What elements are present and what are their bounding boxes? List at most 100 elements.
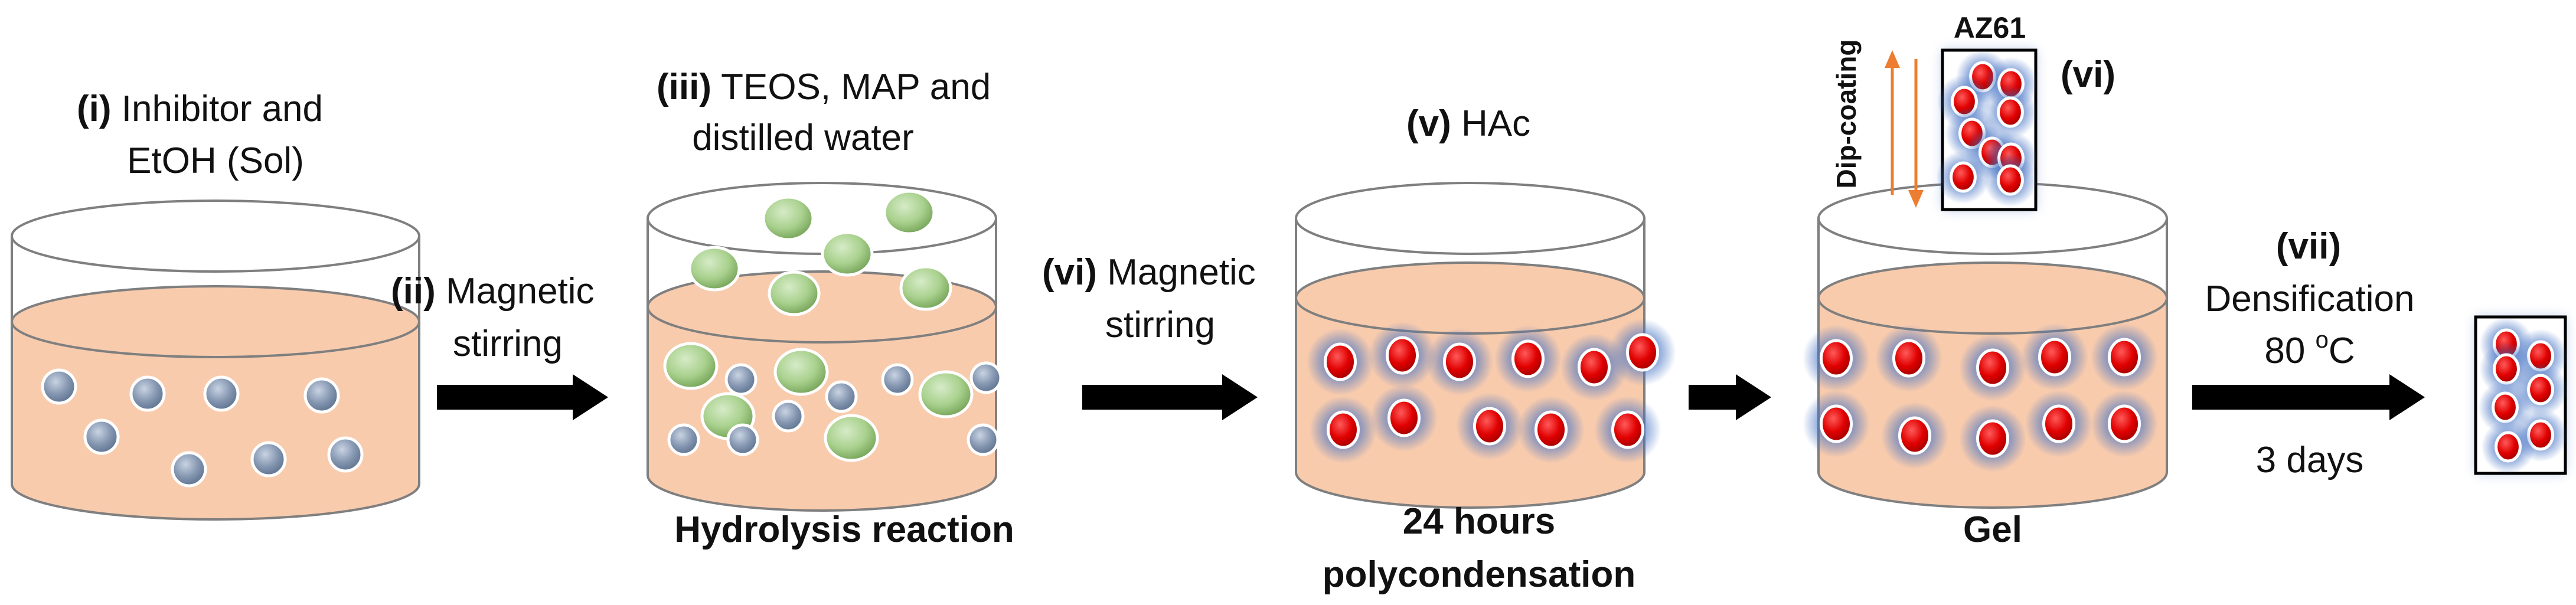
coated-particle — [2038, 338, 2071, 377]
step-1-text-2: EtOH (Sol) — [127, 140, 304, 181]
coated-particle — [1443, 342, 1476, 381]
inhibitor-particle — [772, 400, 805, 433]
step-6-caption: Gel — [1963, 509, 2022, 550]
coated-particle — [1976, 348, 2009, 387]
step-6-roman: (vi) — [2061, 54, 2115, 95]
step-1-roman: (i) — [77, 89, 112, 129]
silica-particle — [899, 265, 952, 311]
coated-particle — [1997, 164, 2024, 196]
process-arrow-4 — [2192, 374, 2425, 420]
inhibitor-particle — [83, 418, 120, 455]
temperature-degree: o — [2316, 327, 2329, 353]
inhibitor-particle — [825, 380, 858, 413]
coated-particle — [1820, 339, 1853, 378]
coated-particle — [1535, 410, 1568, 449]
inhibitor-particle — [203, 375, 240, 412]
step-1-label: (i) Inhibitor and — [77, 89, 323, 129]
coated-particle — [1511, 339, 1545, 378]
coated-particle — [2108, 338, 2141, 377]
step-5-roman: (v) — [1406, 103, 1451, 144]
inhibitor-particle — [881, 363, 914, 396]
step-1-text: Inhibitor and — [122, 89, 323, 129]
coated-particle — [1324, 342, 1357, 381]
coated-particle — [2042, 404, 2075, 443]
temperature-unit: C — [2329, 331, 2355, 371]
step-5-label: (v) HAc — [1406, 103, 1530, 144]
inhibitor-particle — [171, 451, 207, 488]
temperature-value: 80 — [2264, 331, 2305, 371]
silica-particle — [883, 189, 936, 236]
silica-particle — [821, 231, 874, 277]
beaker-1 — [11, 200, 420, 521]
step-2-roman: (ii) — [391, 271, 436, 312]
step-3-roman: (iii) — [657, 67, 711, 107]
step-3-caption: Hydrolysis reaction — [674, 509, 1014, 550]
coated-particles-beaker-4 — [1803, 323, 2158, 472]
step-4-text: Magnetic — [1107, 252, 1256, 293]
silica-particle — [773, 348, 829, 396]
inhibitor-particle — [327, 436, 364, 473]
silica-particle — [688, 246, 741, 292]
silica-particle — [824, 414, 879, 462]
az61-substrate-icon — [1936, 48, 2038, 211]
inhibitor-particle — [969, 361, 1003, 394]
inhibitor-particle — [129, 375, 166, 412]
silica-particle — [768, 270, 821, 316]
process-arrow-3 — [1689, 374, 1771, 420]
coated-particle — [1950, 161, 1977, 193]
coated-particle — [1473, 407, 1506, 446]
inhibitor-particle — [726, 423, 759, 456]
coated-particle — [1327, 410, 1360, 449]
coated-particle — [1892, 339, 1925, 378]
coated-particle — [1578, 348, 1611, 387]
step-3-text: TEOS, MAP and — [721, 67, 991, 107]
coated-particle — [2108, 404, 2141, 443]
step-7-duration: 3 days — [2256, 440, 2364, 480]
step-4-roman: (vi) — [1042, 252, 1097, 293]
coated-particle — [2527, 374, 2554, 405]
step-4-text-2: stirring — [1105, 305, 1215, 345]
silica-particles — [663, 189, 1003, 462]
coated-particle — [1820, 404, 1853, 443]
inhibitor-particle — [250, 441, 287, 478]
step-7-temperature: 80 oC — [2264, 327, 2355, 371]
step-5-caption-2: polycondensation — [1323, 554, 1635, 595]
coated-particle — [1386, 336, 1419, 375]
inhibitor-particle — [724, 363, 758, 396]
coated-particle — [1387, 398, 1421, 437]
dip-coating-label: Dip-coating — [1831, 40, 1862, 189]
coated-particle — [2495, 431, 2522, 463]
process-arrow-1 — [437, 374, 608, 420]
step-3-text-2: distilled water — [692, 117, 914, 158]
silica-particle — [762, 195, 815, 241]
coated-particle — [1611, 410, 1644, 449]
step-3-label: (iii) TEOS, MAP and — [657, 67, 991, 107]
inhibitor-particle — [303, 377, 340, 414]
final-coated-substrate-icon — [2474, 315, 2568, 475]
coated-particle — [1626, 333, 1659, 372]
silica-particle — [918, 370, 974, 418]
step-2-text-2: stirring — [453, 323, 563, 364]
dip-coating-arrow-icon — [1885, 50, 1924, 208]
silica-particle — [663, 342, 719, 390]
coated-particles-beaker-3 — [1307, 319, 1676, 463]
step-2-text: Magnetic — [446, 271, 595, 312]
az61-label: AZ61 — [1954, 11, 2026, 44]
inhibitor-particle — [967, 423, 1000, 456]
inhibitor-particle — [667, 423, 700, 456]
coated-particle — [1976, 419, 2009, 458]
step-5-caption-1: 24 hours — [1403, 501, 1555, 542]
coated-particle — [2493, 353, 2520, 385]
coated-particle — [1997, 96, 2024, 128]
coated-particle — [2492, 391, 2519, 423]
step-7-text: Densification — [2205, 279, 2415, 319]
inhibitor-particle — [41, 368, 77, 405]
step-5-text: HAc — [1461, 103, 1530, 144]
step-2-label: (ii) Magnetic — [391, 271, 595, 312]
step-7-roman: (vii) — [2276, 226, 2341, 267]
inhibitor-particles — [41, 368, 364, 488]
process-arrow-2 — [1082, 374, 1258, 420]
coated-particle — [1898, 416, 1931, 455]
step-4-label: (vi) Magnetic — [1042, 252, 1256, 293]
